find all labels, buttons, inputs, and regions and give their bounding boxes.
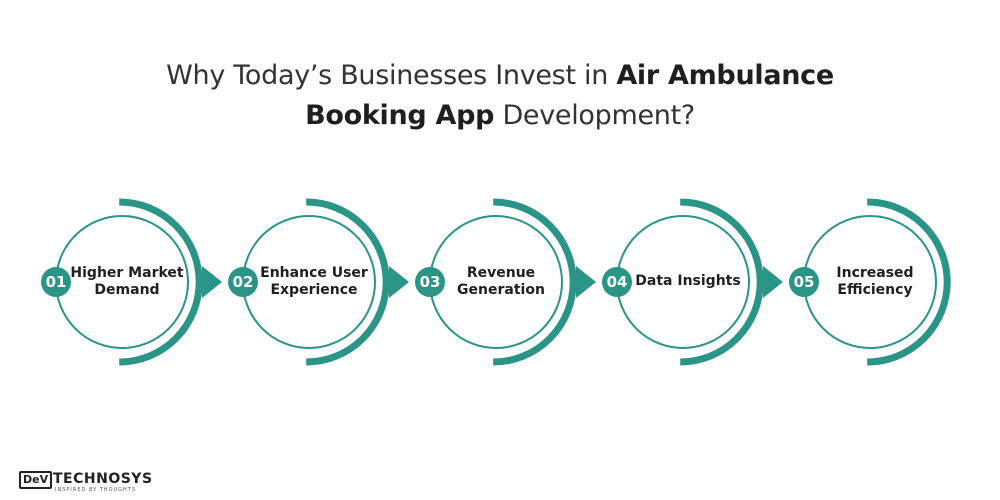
step-3-number-badge: 03 <box>415 267 445 297</box>
step-3-label-line-2: Generation <box>457 282 545 298</box>
step-5-label-line-1: Increased <box>836 265 914 281</box>
title-bold-1: Air Ambulance <box>616 60 834 91</box>
title-text-1: Why Today’s Businesses Invest in <box>166 60 617 91</box>
step-1-arc <box>119 198 203 366</box>
step-2-number-badge: 02 <box>228 267 258 297</box>
brand-logo-tagline: INSPIRED BY THOUGHTS <box>55 487 137 493</box>
brand-logo-box: DeV <box>19 471 53 489</box>
step-2-label-line-2: Experience <box>270 282 358 298</box>
step-4-number-badge: 04 <box>602 267 632 297</box>
step-3-arc <box>493 198 577 366</box>
title-bold-2: Booking App <box>305 100 495 131</box>
title-line-1: Why Today’s Businesses Invest in Air Amb… <box>0 56 1000 96</box>
step-4-arc <box>680 198 764 366</box>
step-2-arc <box>306 198 390 366</box>
step-5-label-line-2: Efficiency <box>837 282 913 298</box>
step-4-arrow-icon <box>763 266 783 298</box>
step-1-number-badge: 01 <box>41 267 71 297</box>
step-2-label-line-1: Enhance User <box>260 265 368 281</box>
step-3-arrow-icon <box>576 266 596 298</box>
step-4-label-line-1: Data Insights <box>635 273 741 289</box>
step-5-arc <box>867 198 951 366</box>
page-title: Why Today’s Businesses Invest in Air Amb… <box>0 56 1000 136</box>
step-1-label-line-1: Higher Market <box>70 265 184 281</box>
step-5-number-badge: 05 <box>789 267 819 297</box>
step-1-label-line-2: Demand <box>94 282 160 298</box>
step-4-label: Data Insights <box>628 273 748 290</box>
step-1-arrow-icon <box>202 266 222 298</box>
brand-logo-name: TECHNOSYS <box>53 471 153 487</box>
title-text-2: Development? <box>494 100 695 131</box>
title-line-2: Booking App Development? <box>0 96 1000 136</box>
step-3-label-line-1: Revenue <box>466 265 536 281</box>
step-2-arrow-icon <box>389 266 409 298</box>
